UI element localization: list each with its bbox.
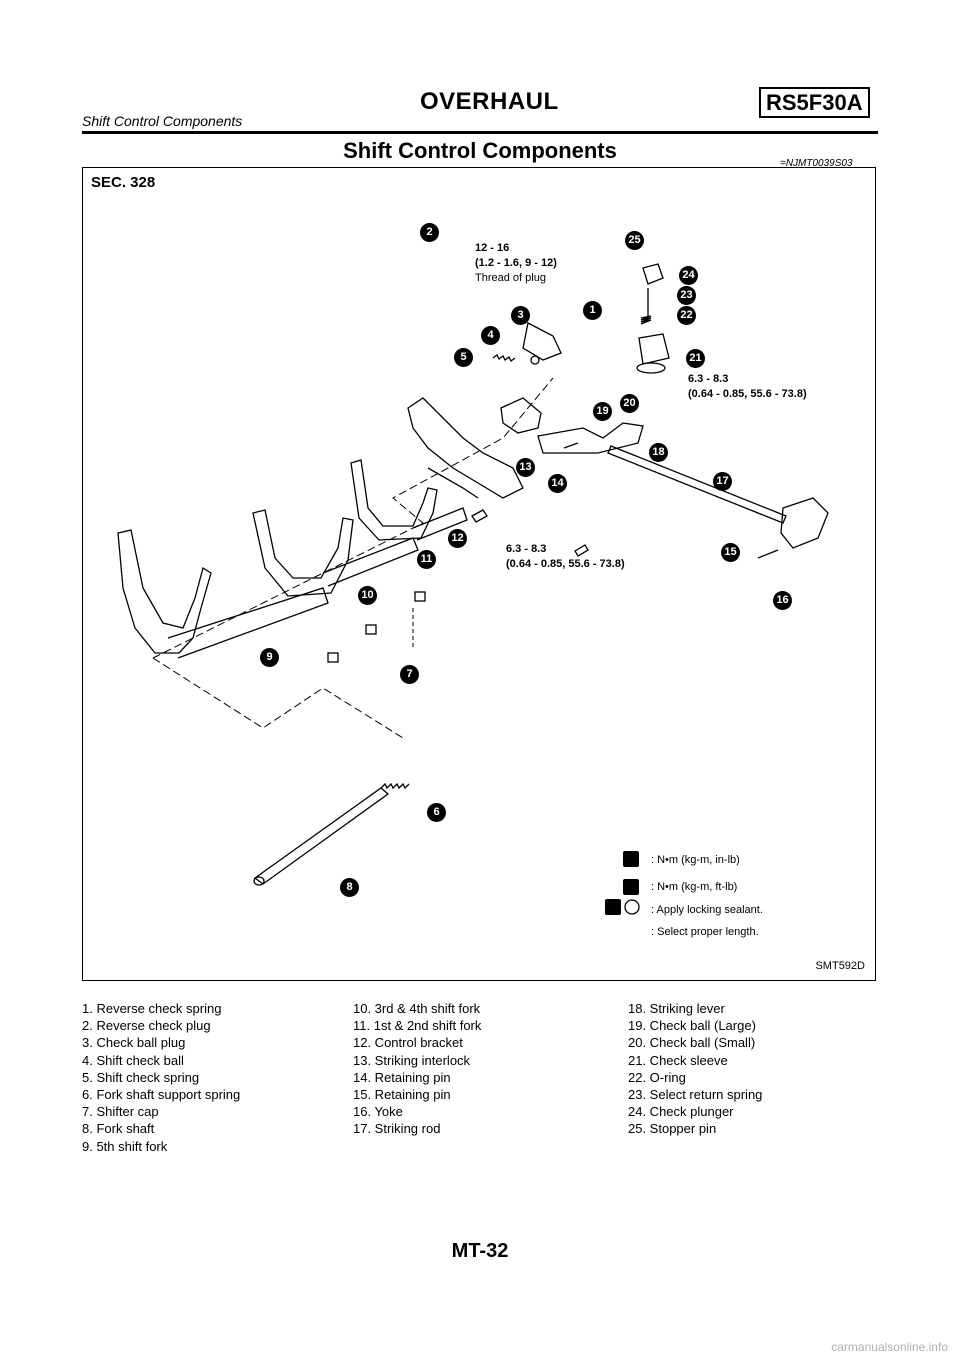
thread-note: Thread of plug <box>475 272 546 284</box>
callout-18: 18 <box>649 443 668 462</box>
exploded-view-figure: SEC. 328 <box>82 167 876 981</box>
list-item: 24. Check plunger <box>628 1104 734 1120</box>
list-item: 21. Check sleeve <box>628 1052 728 1068</box>
callout-1: 1 <box>583 301 602 320</box>
callout-19: 19 <box>593 402 612 421</box>
list-item: 3. Check ball plug <box>82 1035 186 1051</box>
callout-6: 6 <box>427 803 446 822</box>
callout-22: 22 <box>677 306 696 325</box>
list-item: 18. Striking lever <box>628 1001 725 1016</box>
header-rule <box>82 131 878 134</box>
callout-11: 11 <box>417 550 436 569</box>
page-number: MT-32 <box>451 1240 509 1262</box>
watermark: carmanualsonline.info <box>831 1340 948 1354</box>
callout-10: 10 <box>358 586 377 605</box>
header-subtitle: Shift Control Components <box>82 113 243 129</box>
figure-code: SMT592D <box>815 960 865 972</box>
torque-right-units: (0.64 - 0.85, 55.6 - 73.8) <box>688 388 807 400</box>
legend-torque-ftlb: : N•m (kg-m, ft-lb) <box>651 881 738 893</box>
callout-15: 15 <box>721 543 740 562</box>
parts-column-3: 18. Striking lever 19. Check ball (Large… <box>628 1000 762 1138</box>
callout-20: 20 <box>620 394 639 413</box>
list-item: 5. Shift check spring <box>82 1069 200 1085</box>
section-title: Shift Control Components <box>343 138 617 163</box>
header-title: OVERHAUL <box>420 88 559 115</box>
exploded-view-drawing <box>117 263 829 915</box>
torque-top-units: (1.2 - 1.6, 9 - 12) <box>475 257 557 269</box>
torque-right: 6.3 - 8.3 (0.64 - 0.85, 55.6 - 73.8) <box>688 372 807 402</box>
callout-17: 17 <box>713 472 732 491</box>
sec-label: SEC. 328 <box>91 174 156 191</box>
callout-21: 21 <box>686 349 705 368</box>
torque-center-units: (0.64 - 0.85, 55.6 - 73.8) <box>506 558 625 570</box>
list-item: 16. Yoke <box>353 1104 403 1120</box>
list-item: 10. 3rd & 4th shift fork <box>353 1001 481 1016</box>
callout-2: 2 <box>420 223 439 242</box>
legend-locking-sealant: : Apply locking sealant. <box>651 904 763 916</box>
list-item: 14. Retaining pin <box>353 1069 451 1085</box>
list-item: 7. Shifter cap <box>82 1104 159 1120</box>
legend-torque-inlb: : N•m (kg-m, in-lb) <box>651 854 740 866</box>
model-badge: RS5F30A <box>759 87 870 118</box>
list-item: 6. Fork shaft support spring <box>82 1087 241 1103</box>
callout-24: 24 <box>679 266 698 285</box>
list-item: 15. Retaining pin <box>353 1087 451 1103</box>
callout-9: 9 <box>260 648 279 667</box>
torque-center: 6.3 - 8.3 (0.64 - 0.85, 55.6 - 73.8) <box>506 542 625 572</box>
callout-14: 14 <box>548 474 567 493</box>
list-item: 4. Shift check ball <box>82 1052 184 1068</box>
torque-center-value: 6.3 - 8.3 <box>506 543 547 555</box>
callout-8: 8 <box>340 878 359 897</box>
callout-5: 5 <box>454 348 473 367</box>
list-item: 19. Check ball (Large) <box>628 1018 756 1034</box>
parts-column-2: 10. 3rd & 4th shift fork 11. 1st & 2nd s… <box>353 1000 481 1138</box>
callout-3: 3 <box>511 306 530 325</box>
reference-code: =NJMT0039S03 <box>780 158 853 169</box>
list-item: 9. 5th shift fork <box>82 1138 168 1154</box>
list-item: 11. 1st & 2nd shift fork <box>353 1018 482 1034</box>
callout-25: 25 <box>625 231 644 250</box>
list-item: 17. Striking rod <box>353 1121 441 1137</box>
list-item: 12. Control bracket <box>353 1035 463 1051</box>
list-item: 1. Reverse check spring <box>82 1001 222 1016</box>
callout-13: 13 <box>516 458 535 477</box>
list-item: 23. Select return spring <box>628 1087 763 1103</box>
callout-23: 23 <box>677 286 696 305</box>
callout-12: 12 <box>448 529 467 548</box>
callout-4: 4 <box>481 326 500 345</box>
callout-7: 7 <box>400 665 419 684</box>
list-item: 8. Fork shaft <box>82 1121 155 1137</box>
list-item: 25. Stopper pin <box>628 1121 717 1137</box>
list-item: 20. Check ball (Small) <box>628 1035 756 1051</box>
list-item: 22. O-ring <box>628 1069 686 1085</box>
torque-top-value: 12 - 16 <box>475 242 510 254</box>
list-item: 2. Reverse check plug <box>82 1018 211 1034</box>
list-item: 13. Striking interlock <box>353 1052 471 1068</box>
torque-right-value: 6.3 - 8.3 <box>688 373 729 385</box>
callout-16: 16 <box>773 591 792 610</box>
legend-select-length: : Select proper length. <box>651 926 759 938</box>
torque-top: 12 - 16 (1.2 - 1.6, 9 - 12) Thread of pl… <box>475 241 557 286</box>
parts-column-1: 1. Reverse check spring 2. Reverse check… <box>82 1000 240 1155</box>
